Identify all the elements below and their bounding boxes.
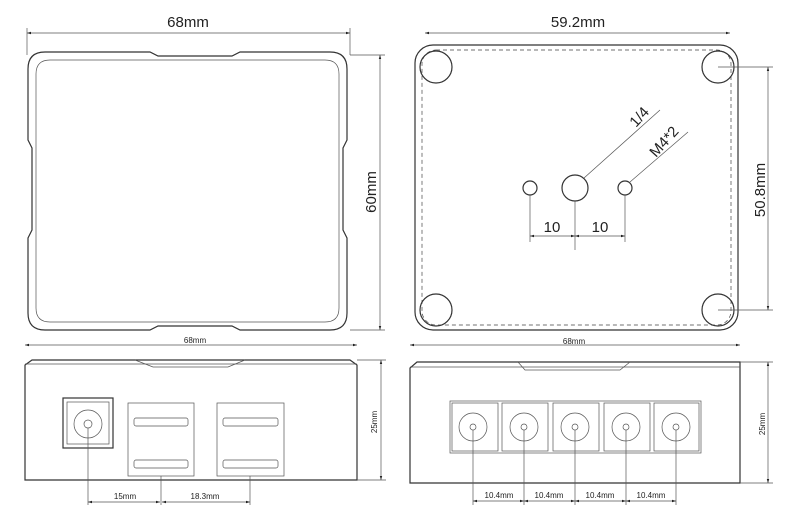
height-dimension: 25mm — [758, 413, 767, 436]
height-dimension: 50.8mm — [752, 163, 769, 217]
spacing-4: 10.4mm — [637, 491, 666, 500]
spacing-right: 10 — [592, 219, 609, 236]
spacing-1: 15mm — [114, 492, 137, 501]
spacing-2: 10.4mm — [535, 491, 564, 500]
front-view-left: 68mm 15mm 18.3mm 25mm — [24, 336, 386, 505]
jack-4 — [603, 402, 651, 452]
height-dimension: 60mm — [363, 171, 380, 213]
spacing-3: 10.4mm — [586, 491, 615, 500]
width-dimension: 59.2mm — [551, 14, 605, 31]
jack-5 — [653, 402, 700, 452]
top-view-left: 68mm 60mm — [26, 14, 385, 331]
screw-hole-left — [522, 180, 538, 196]
width-dimension: 68mm — [563, 337, 586, 346]
front-view-right: 68mm 10.4mm 10.4mm 10.4mm 10.4mm 25mm — [409, 337, 773, 505]
height-dimension: 25mm — [370, 411, 379, 434]
jack-2 — [501, 402, 549, 452]
width-dimension: 68mm — [184, 336, 207, 345]
spacing-2: 18.3mm — [191, 492, 220, 501]
spacing-1: 10.4mm — [485, 491, 514, 500]
spacing-left: 10 — [544, 219, 561, 236]
screw-hole-right — [617, 180, 633, 196]
jack-1 — [451, 402, 499, 452]
screw-label: M4*2 — [646, 123, 682, 160]
jack-3 — [552, 402, 600, 452]
top-view-right: 59.2mm 10 10 1/4 M4*2 50.8mm — [414, 14, 773, 331]
hole-label: 1/4 — [626, 104, 653, 131]
width-dimension: 68mm — [167, 14, 209, 31]
tripod-hole — [561, 174, 589, 202]
